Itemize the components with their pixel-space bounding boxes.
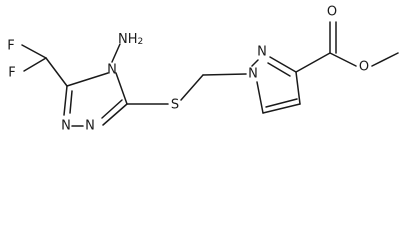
atom-n2p: N bbox=[257, 45, 267, 60]
atom-n1: N bbox=[85, 119, 95, 134]
atom-f1: F bbox=[7, 39, 14, 54]
bond-c3p-n2p-double bbox=[267, 62, 291, 77]
bond-c3p-ccarb bbox=[295, 52, 331, 73]
atom-o1: O bbox=[327, 5, 337, 20]
bond-c5p-c4p bbox=[262, 103, 301, 114]
atom-nh2: NH2 bbox=[118, 32, 143, 48]
bond-ccarb-o2 bbox=[329, 52, 357, 67]
bond-ch2-n1p bbox=[202, 73, 247, 76]
bond-n4-c5 bbox=[115, 72, 128, 105]
bond-n2p-n1p bbox=[251, 59, 259, 67]
bond-chf2-c3 bbox=[45, 57, 68, 87]
bond-n1p-c5p bbox=[256, 81, 264, 114]
bond-n4-nh2 bbox=[111, 43, 121, 63]
atom-n2: N bbox=[61, 119, 71, 134]
bond-c5-n1 bbox=[102, 103, 128, 126]
bonds bbox=[21, 21, 399, 127]
molecule-structure: F F NH2 N N N S N N O O bbox=[7, 5, 399, 134]
bond-s-ch2 bbox=[180, 74, 204, 101]
bond-c5p-c4p-double bbox=[265, 98, 298, 108]
atom-nh2-main: NH bbox=[118, 32, 138, 47]
bond-c3p-n2p bbox=[269, 56, 297, 73]
bond-c3-n4 bbox=[66, 72, 109, 87]
atom-n4: N bbox=[107, 63, 117, 78]
bond-o2-ch3 bbox=[371, 52, 399, 67]
atom-s: S bbox=[171, 98, 179, 113]
atom-labels: F F NH2 N N N S N N O O bbox=[7, 5, 369, 134]
bond-c-f2 bbox=[23, 57, 47, 72]
atom-o2: O bbox=[359, 60, 369, 75]
bond-c5-n1-double bbox=[101, 99, 123, 119]
atom-f2: F bbox=[8, 66, 15, 81]
atom-nh2-subscript: 2 bbox=[138, 37, 144, 47]
bond-n2-c3-double bbox=[69, 90, 73, 114]
atom-n1p: N bbox=[248, 67, 258, 82]
bond-c4p-c3p bbox=[295, 71, 301, 105]
bond-n2-c3 bbox=[63, 85, 68, 116]
bond-c-f1 bbox=[21, 44, 47, 59]
